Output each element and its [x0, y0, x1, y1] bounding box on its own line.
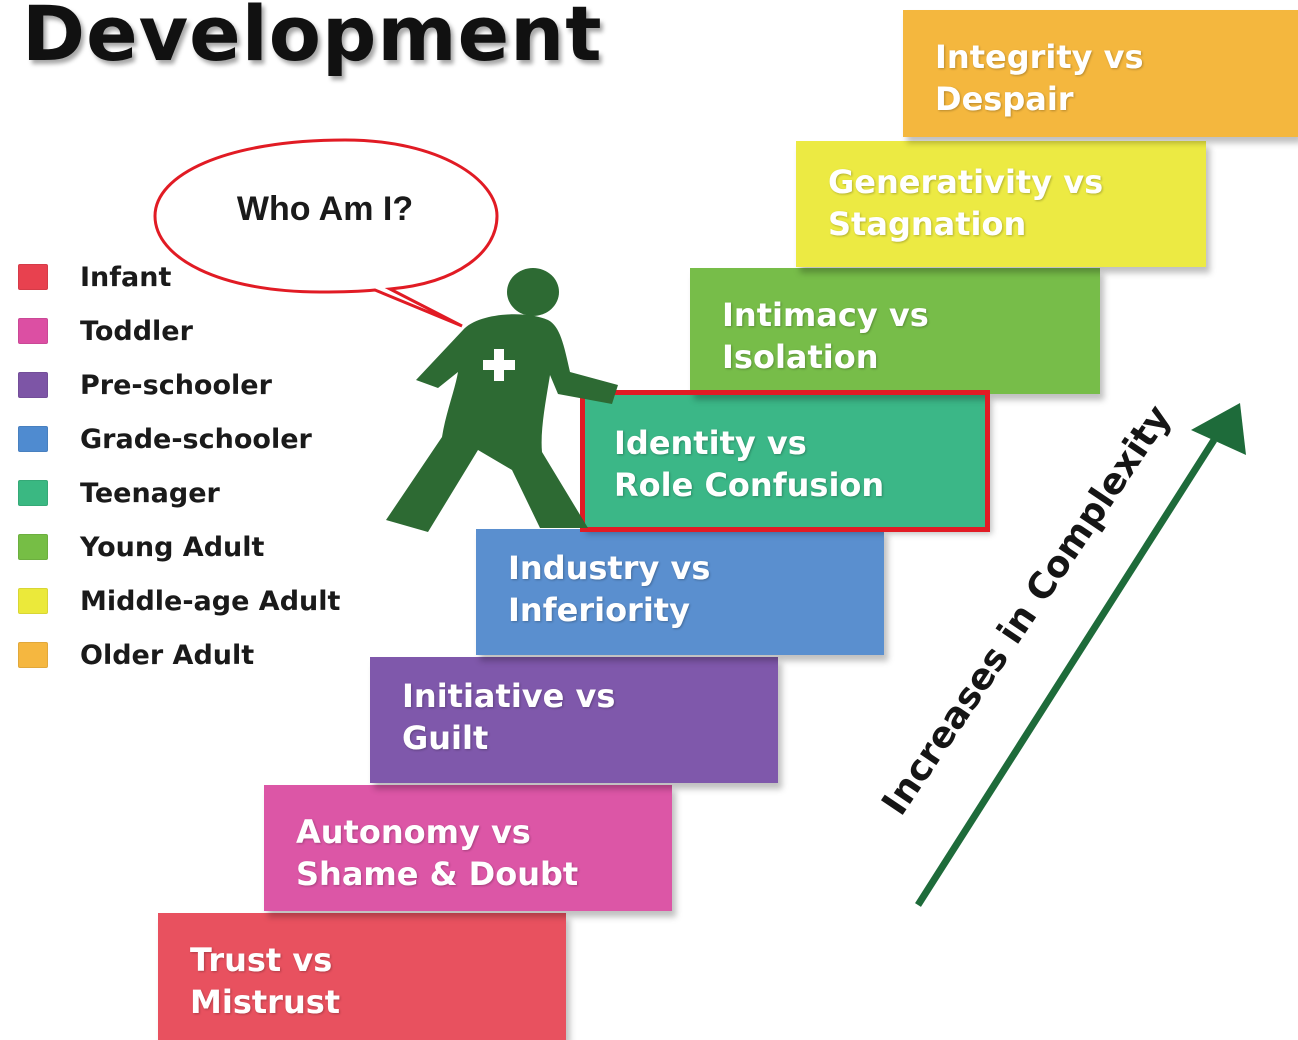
speech-bubble-text: Who Am I?: [236, 190, 414, 228]
legend-swatch: [18, 642, 48, 668]
stage-label: Industry vs Inferiority: [508, 549, 711, 629]
legend-label: Young Adult: [80, 531, 265, 563]
page-title: Development: [22, 0, 603, 78]
stage-label: Initiative vs Guilt: [402, 677, 616, 757]
legend-label: Pre-schooler: [80, 369, 272, 401]
legend-item-teenager: Teenager: [18, 477, 220, 509]
legend-item-young-adult: Young Adult: [18, 531, 265, 563]
legend-item-older-adult: Older Adult: [18, 639, 255, 671]
stage-step-intimacy: Intimacy vs Isolation: [690, 268, 1100, 394]
stage-label: Integrity vs Despair: [935, 38, 1144, 118]
stage-step-identity: Identity vs Role Confusion: [582, 394, 988, 528]
stage-label: Trust vs Mistrust: [190, 941, 341, 1021]
stage-label: Identity vs Role Confusion: [614, 424, 885, 504]
walking-person-shape: [386, 268, 618, 532]
stage-label: Autonomy vs Shame & Doubt: [296, 813, 579, 893]
arrow-shaft: [915, 438, 1217, 907]
stage-step-initiative: Initiative vs Guilt: [370, 657, 778, 783]
speech-bubble-outline: [153, 138, 499, 328]
stage-step-autonomy: Autonomy vs Shame & Doubt: [264, 785, 672, 911]
legend-item-toddler: Toddler: [18, 315, 193, 347]
legend-item-grade-schooler: Grade-schooler: [18, 423, 312, 455]
legend-swatch: [18, 264, 48, 290]
legend-swatch: [18, 372, 48, 398]
highlight-box: [580, 390, 990, 532]
legend-label: Toddler: [80, 315, 193, 347]
legend-label: Teenager: [80, 477, 220, 509]
legend-label: Infant: [80, 261, 172, 293]
legend-swatch: [18, 480, 48, 506]
legend-swatch: [18, 534, 48, 560]
stage-step-integrity: Integrity vs Despair: [903, 10, 1298, 137]
legend-label: Middle-age Adult: [80, 585, 341, 617]
legend-label: Older Adult: [80, 639, 255, 671]
legend-swatch: [18, 588, 48, 614]
legend-swatch: [18, 318, 48, 344]
stage-step-industry: Industry vs Inferiority: [476, 529, 884, 655]
stage-step-trust: Trust vs Mistrust: [158, 913, 566, 1040]
cross-icon: [483, 349, 515, 381]
legend-label: Grade-schooler: [80, 423, 312, 455]
legend-item-pre-schooler: Pre-schooler: [18, 369, 272, 401]
arrow-head-icon: [1191, 403, 1246, 455]
legend-item-infant: Infant: [18, 261, 172, 293]
stage-label: Intimacy vs Isolation: [722, 296, 929, 376]
legend-swatch: [18, 426, 48, 452]
stage-label: Generativity vs Stagnation: [828, 163, 1104, 243]
stage-step-generativity: Generativity vs Stagnation: [796, 141, 1206, 267]
legend-item-middle-age-adult: Middle-age Adult: [18, 585, 341, 617]
